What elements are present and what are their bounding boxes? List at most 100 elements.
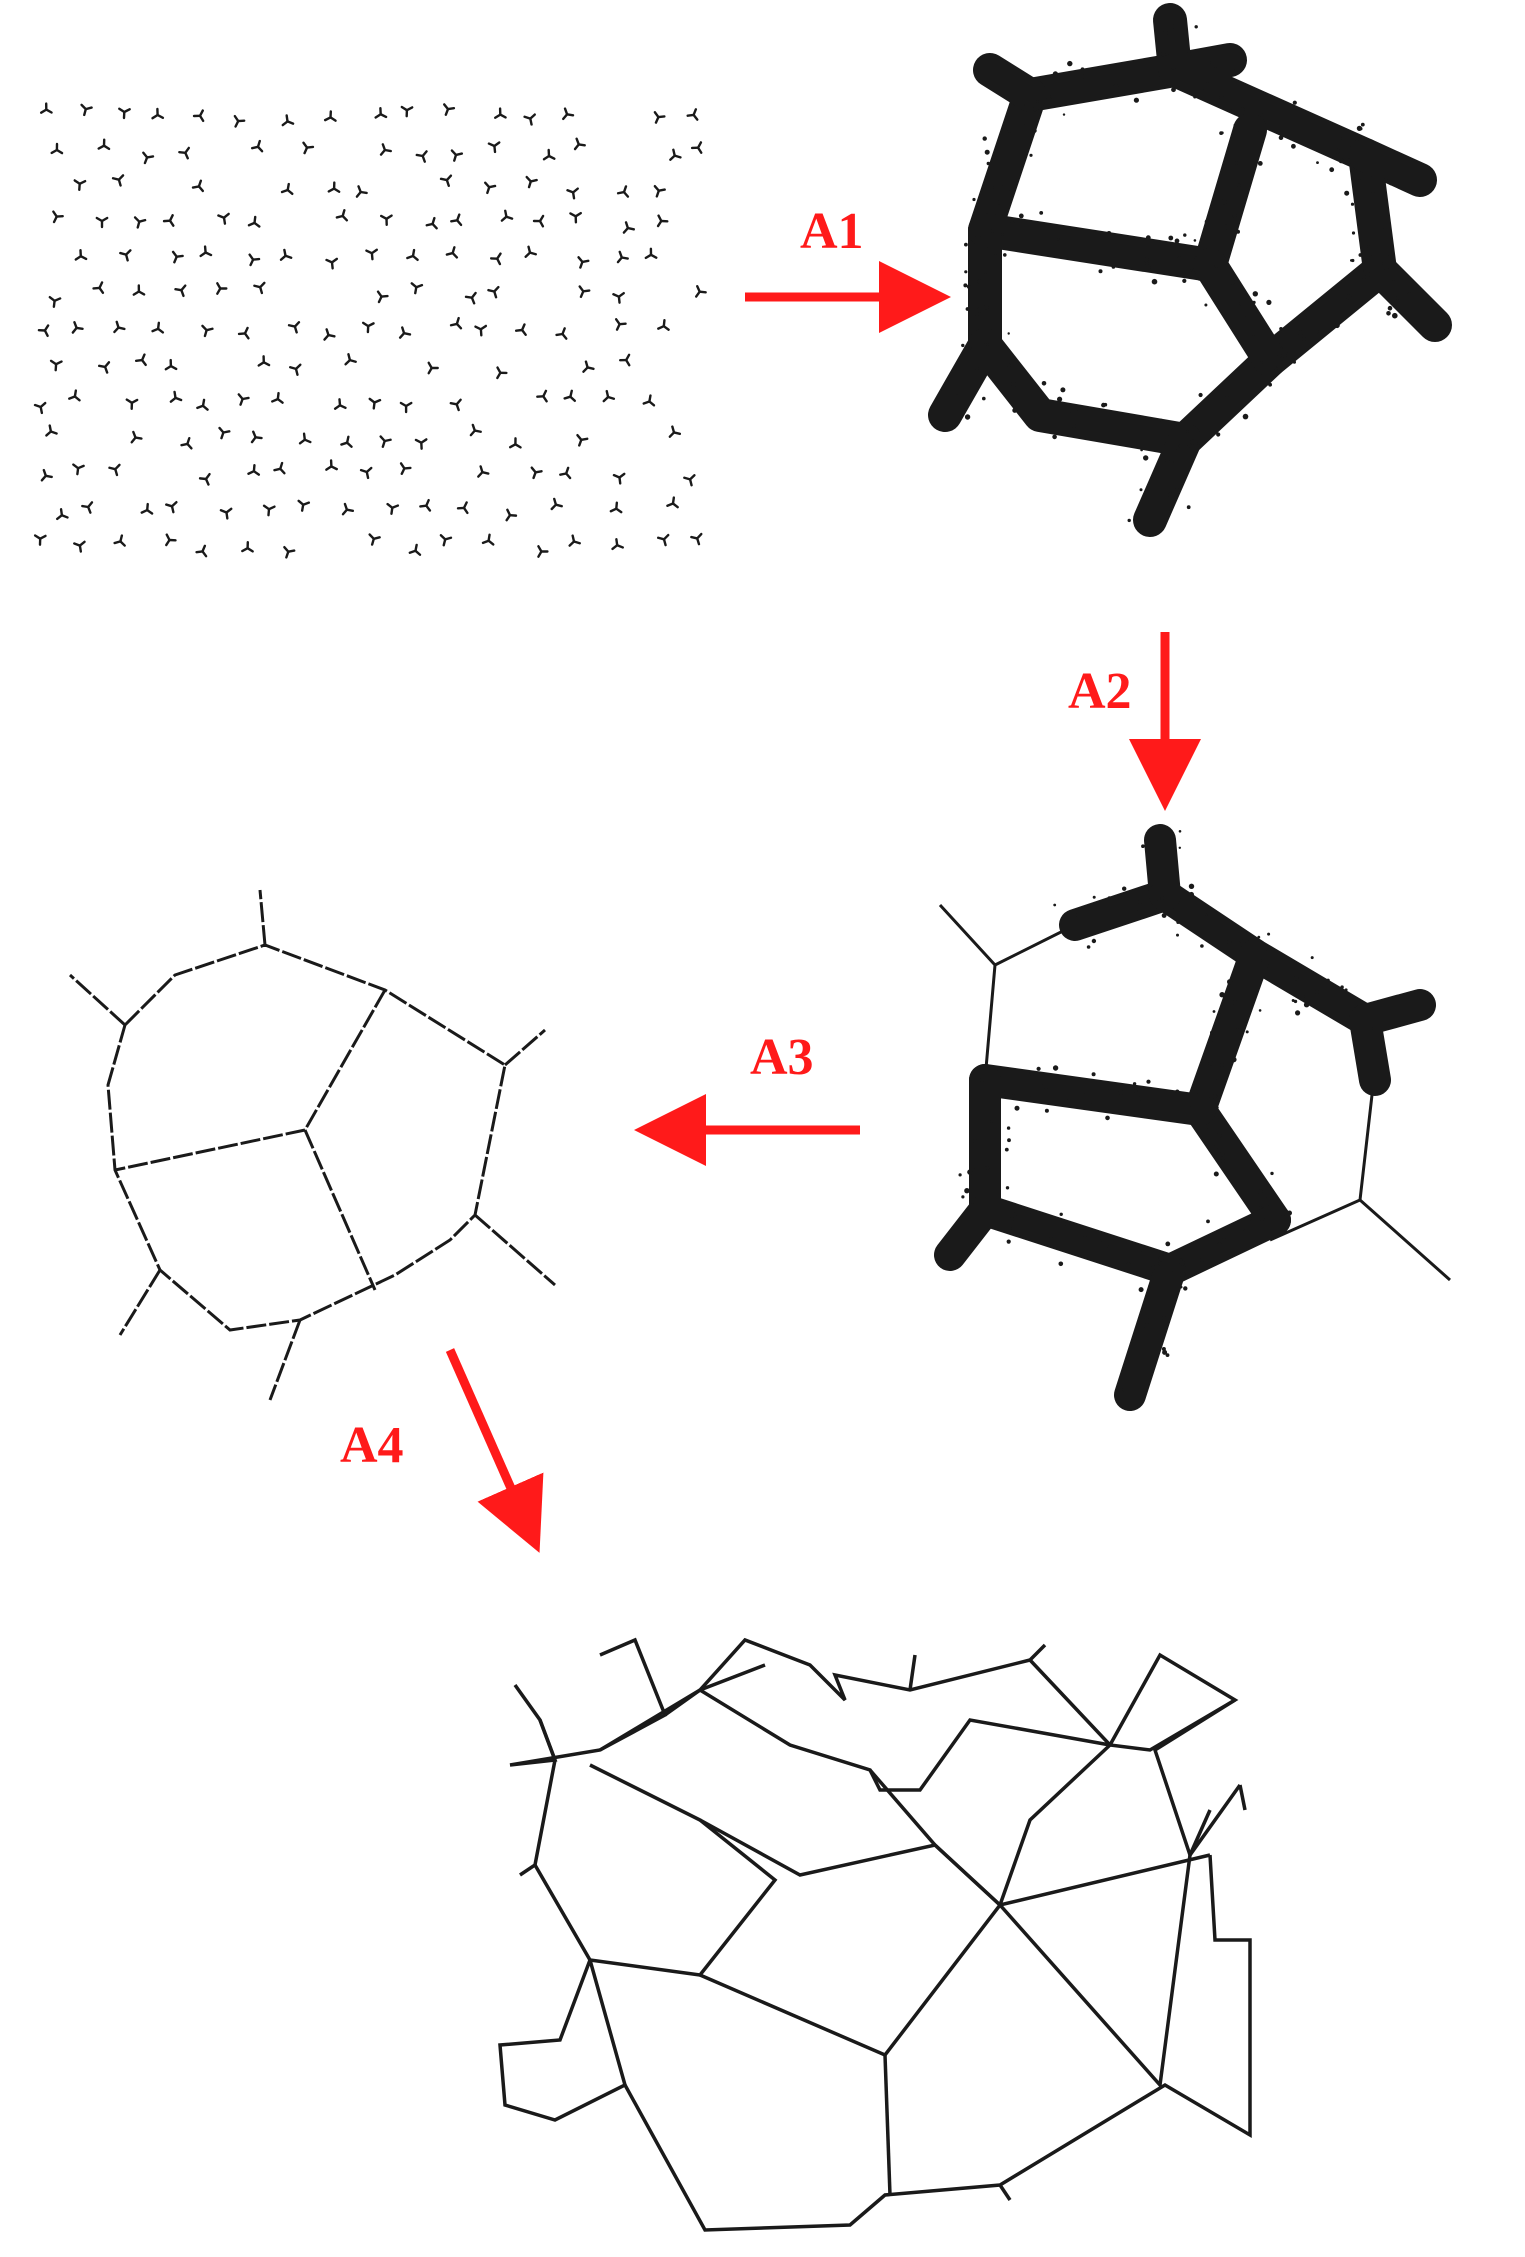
tripod-point: [216, 282, 228, 295]
tripod-point: [524, 245, 537, 258]
tripod-point: [298, 432, 312, 445]
tripod-point: [425, 216, 438, 230]
step-label: A3: [750, 1029, 814, 1086]
tripod-point: [559, 466, 572, 480]
tripod-point: [119, 249, 132, 262]
tripod-point: [198, 472, 211, 486]
tripod-point: [237, 326, 250, 340]
tripod-point: [340, 435, 353, 448]
tripod-point: [73, 540, 86, 553]
tripod-point: [180, 436, 193, 450]
tripod-point: [542, 148, 556, 161]
tripod-point: [271, 391, 284, 404]
tripod-point: [530, 466, 543, 480]
network-edge: [599, 1637, 668, 1752]
tripod-point: [474, 324, 488, 337]
tripod-point: [445, 246, 459, 259]
tripod-point: [323, 110, 337, 122]
tripod-point: [666, 496, 679, 509]
tripod-point: [325, 459, 338, 471]
tripod-point: [414, 438, 428, 450]
tripod-point: [644, 247, 658, 260]
tripod-point: [576, 434, 589, 447]
network-edge: [663, 1637, 1047, 1717]
tripod-point: [550, 497, 563, 511]
tripod-point: [327, 181, 341, 193]
tripod-point: [165, 501, 178, 514]
network-edge: [699, 1818, 1211, 1907]
tripod-point: [563, 389, 576, 402]
tripod-point: [241, 541, 254, 553]
tripod-point: [536, 389, 548, 403]
tripod-point: [279, 248, 293, 261]
tripod-point: [355, 185, 368, 198]
tripod-point: [400, 105, 414, 118]
tripod-point: [40, 468, 53, 482]
tripod-point: [50, 142, 64, 155]
tripod-point: [52, 210, 64, 224]
tripod-point: [273, 461, 286, 475]
tripod-point: [525, 175, 538, 189]
tripod-point: [464, 291, 477, 305]
tripod-point: [191, 179, 205, 193]
tripod-point: [566, 187, 579, 200]
tripod-point: [573, 137, 586, 151]
tripod-point: [609, 501, 623, 514]
tripod-point: [302, 141, 315, 155]
tripod-point: [39, 102, 53, 114]
tripod-point: [398, 326, 412, 339]
tripod-point: [341, 502, 354, 516]
tripod-point: [668, 425, 682, 438]
tripod-point: [178, 146, 191, 160]
step-arrow-a1: A1: [745, 203, 951, 333]
tripod-point: [335, 209, 349, 222]
tripod-point: [490, 252, 502, 266]
tripod-point: [97, 138, 111, 151]
tripod-point: [325, 257, 339, 270]
tripod-point: [443, 103, 456, 116]
network-edge: [1152, 1698, 1242, 1859]
tripod-point: [125, 398, 139, 410]
tripod-point: [669, 148, 682, 161]
tripod-point: [113, 534, 126, 547]
network-edge: [998, 2184, 1012, 2201]
tripod-point: [287, 321, 301, 334]
tripod-point: [165, 533, 177, 547]
tripod-point: [386, 502, 400, 515]
tripod-point: [690, 141, 703, 154]
tripod-point: [449, 316, 463, 330]
tripod-point: [500, 209, 514, 222]
tripod-point: [686, 108, 699, 121]
tripod-point: [450, 213, 463, 227]
tripod-point: [690, 532, 703, 546]
tripod-point: [164, 358, 178, 371]
partially-thinned-specks: [958, 830, 1376, 1392]
tripod-point: [253, 281, 266, 295]
step-label: A2: [1068, 663, 1132, 720]
tripod-point: [683, 474, 696, 487]
tripod-point: [408, 543, 422, 556]
tripod-point: [283, 545, 296, 559]
tripod-point: [174, 284, 187, 298]
tripod-point: [217, 212, 230, 225]
tripod-point: [496, 366, 508, 380]
tripod-point: [45, 424, 58, 437]
tripod-point: [450, 149, 464, 162]
tripod-point: [218, 426, 231, 440]
tripod-point: [562, 107, 575, 121]
tripod-point: [132, 284, 146, 296]
tripod-point: [612, 472, 626, 485]
tripod-point: [456, 501, 469, 515]
tripod-point: [419, 498, 432, 512]
tripod-point: [33, 534, 47, 546]
network-edge: [519, 1759, 557, 1877]
tripod-point: [532, 214, 545, 228]
tripod-point: [49, 359, 63, 372]
tripod-point: [233, 114, 246, 128]
network-edge: [1188, 1809, 1212, 1856]
tripod-point: [406, 248, 419, 262]
tripod-point: [657, 533, 670, 547]
tripod-point: [142, 151, 155, 165]
network-edge: [1238, 1784, 1247, 1811]
